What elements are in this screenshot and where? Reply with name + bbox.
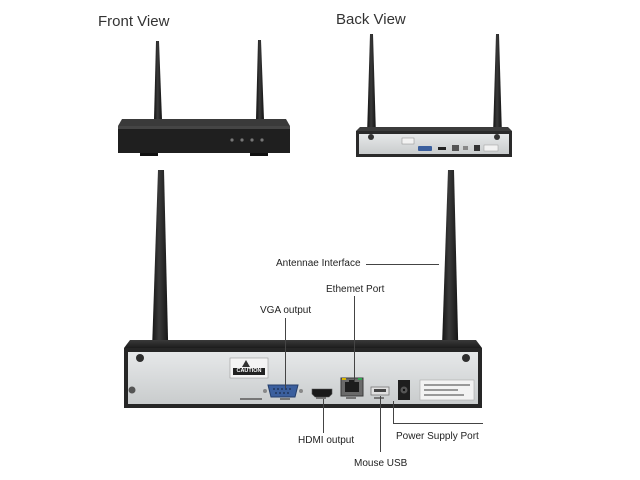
hdmi-output-label: HDMI output [298, 435, 355, 446]
usb-callout-line [380, 396, 381, 452]
ethernet-callout-line [354, 296, 355, 382]
power-callout-line-v [393, 401, 394, 423]
vga-output-label: VGA output [260, 305, 312, 316]
hdmi-callout-line [323, 399, 324, 433]
back-panel-large [124, 170, 482, 408]
mouse-usb-label: Mouse USB [354, 458, 408, 469]
ethernet-port-label: Ethemet Port [326, 284, 385, 295]
vga-callout-line [285, 318, 286, 388]
power-callout-line-h [393, 423, 483, 424]
power-supply-port-label: Power Supply Port [396, 431, 479, 442]
back-view-title: Back View [336, 11, 406, 28]
front-antenna-right [256, 40, 264, 120]
hdmi-port [311, 388, 333, 398]
antennae-interface-label: Antennae Interface [276, 258, 361, 269]
ethernet-port [340, 377, 364, 397]
back-view-device-small [356, 34, 512, 157]
front-antenna-left [154, 41, 162, 120]
front-view-device [118, 40, 290, 156]
antennae-callout-line [366, 264, 439, 265]
front-view-title: Front View [98, 13, 170, 30]
usb-port [370, 386, 390, 396]
caution-text: CAUTION [236, 368, 262, 374]
power-port [398, 380, 410, 400]
vga-port [263, 384, 303, 398]
